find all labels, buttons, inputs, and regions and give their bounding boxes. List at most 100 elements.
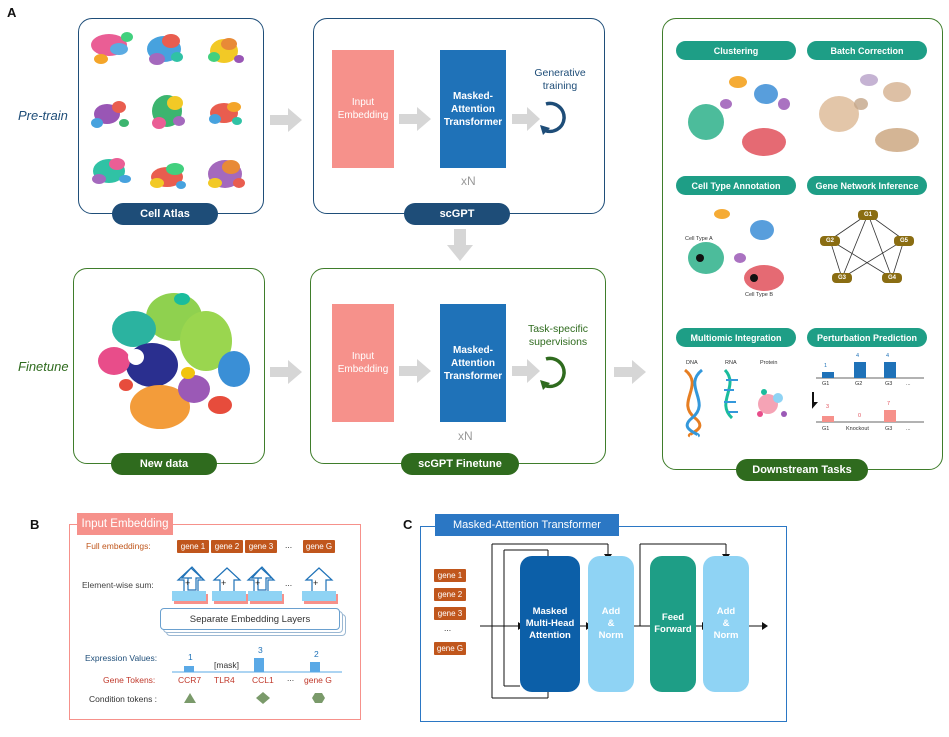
pretrain-transformer: Masked- Attention Transformer xyxy=(440,50,506,168)
pert-top-label-1: G1 xyxy=(822,381,830,387)
pert-bottom-label-1: G1 xyxy=(822,426,830,432)
embedding-stacks xyxy=(172,591,338,604)
arrow-atlas-to-scgpt xyxy=(270,108,302,132)
transformer-connections xyxy=(480,543,768,699)
gene-token-g: gene G xyxy=(304,675,332,685)
pretrain-label: Pre-train xyxy=(18,108,68,123)
omics-dna-label: DNA xyxy=(686,360,698,366)
task-batch-correction: Batch Correction xyxy=(807,41,927,60)
full-embeddings-label: Full embeddings: xyxy=(86,541,151,551)
transformer-input-2: gene 2 xyxy=(434,588,466,601)
sum-plus-2: + xyxy=(221,578,227,588)
pretrain-input-embedding: Input Embedding xyxy=(332,50,394,168)
input-embedding-title: Input Embedding xyxy=(77,513,173,535)
pert-top-label-4: ... xyxy=(906,381,911,387)
full-gene-3: gene 3 xyxy=(245,540,277,553)
pert-top-label-3: G3 xyxy=(885,381,893,387)
gene-token-3: CCL1 xyxy=(252,675,274,685)
pert-bottom-label-2: Knockout xyxy=(846,426,869,432)
multiomic-illustration xyxy=(683,368,787,438)
sum-plus-4: + xyxy=(313,578,319,588)
sum-arrows xyxy=(180,566,274,591)
new-data-box xyxy=(73,268,265,464)
transformer-title: Masked-Attention Transformer xyxy=(435,514,619,536)
pert-top-value-1: 1 xyxy=(824,363,828,369)
cell-atlas-box xyxy=(78,18,264,214)
cell-atlas-label: Cell Atlas xyxy=(112,203,218,225)
finetune-xn: xN xyxy=(458,429,473,443)
cell-type-umap xyxy=(688,209,784,291)
separate-embedding-layers: Separate Embedding Layers xyxy=(160,608,340,630)
gene-node-g4: G4 xyxy=(882,273,902,283)
pert-top-value-3: 4 xyxy=(886,353,890,359)
arrow-embed-to-transformer xyxy=(399,107,431,131)
task-gene-network-inference: Gene Network Inference xyxy=(807,176,927,195)
pert-bottom-value-2: 0 xyxy=(858,413,862,419)
arrow-pretrain-to-finetune xyxy=(447,229,473,261)
transformer-input-ellipsis: ... xyxy=(444,623,452,633)
full-gene-ellipsis: ... xyxy=(285,540,293,550)
omics-protein-label: Protein xyxy=(760,360,778,366)
new-data-label: New data xyxy=(111,453,217,475)
gene-node-g3: G3 xyxy=(832,273,852,283)
transformer-input-g: gene G xyxy=(434,642,466,655)
task-multiomic-integration: Multiomic Integration xyxy=(676,328,796,347)
downstream-tasks-label: Downstream Tasks xyxy=(736,459,868,481)
pert-top-label-2: G2 xyxy=(855,381,863,387)
masked-multihead-attention-block: Masked Multi-Head Attention xyxy=(520,556,580,692)
clustering-umap xyxy=(688,76,790,156)
sum-plus-3: + xyxy=(255,578,261,588)
task-cell-type-annotation: Cell Type Annotation xyxy=(676,176,796,195)
task-clustering: Clustering xyxy=(676,41,796,60)
task-specific-label: Task-specific supervisions xyxy=(527,323,589,348)
gene-node-g1: G1 xyxy=(858,210,878,220)
generative-loop-icon xyxy=(540,101,566,135)
sum-ellipsis: ... xyxy=(285,578,293,588)
transformer-input-1: gene 1 xyxy=(434,569,466,582)
input-embedding-panel xyxy=(69,524,361,720)
finetune-input-embedding: Input Embedding xyxy=(332,304,394,422)
task-loop-icon xyxy=(540,356,566,390)
expr-value-1: 1 xyxy=(188,652,193,662)
mask-token: [mask] xyxy=(214,660,240,670)
scgpt-finetune-label: scGPT Finetune xyxy=(401,453,519,475)
finetune-label: Finetune xyxy=(18,359,69,374)
new-data-umap xyxy=(98,293,250,429)
finetune-transformer: Masked- Attention Transformer xyxy=(440,304,506,422)
panel-c-letter: C xyxy=(403,517,413,532)
feed-forward-block: Feed Forward xyxy=(650,556,696,692)
cell-type-b-label: Cell Type B xyxy=(745,292,774,298)
condition-tokens-label: Condition tokens : xyxy=(89,694,158,704)
gene-token-ellipsis: ... xyxy=(287,673,295,683)
pert-bottom-label-4: ... xyxy=(906,426,911,432)
full-gene-2: gene 2 xyxy=(211,540,243,553)
cell-atlas-umaps xyxy=(91,32,245,189)
add-norm-block-2: Add & Norm xyxy=(703,556,749,692)
gene-node-g5: G5 xyxy=(894,236,914,246)
panel-b-letter: B xyxy=(30,517,40,532)
transformer-input-3: gene 3 xyxy=(434,607,466,620)
perturbation-chart xyxy=(812,362,924,423)
arrow-newdata-to-finetune xyxy=(270,360,302,384)
scgpt-label: scGPT xyxy=(404,203,510,225)
pert-top-value-2: 4 xyxy=(856,353,860,359)
arrow-finetune-to-downstream xyxy=(614,360,646,384)
arrow-finetune-embed-to-transformer xyxy=(399,359,431,383)
task-perturbation-prediction: Perturbation Prediction xyxy=(807,328,927,347)
omics-rna-label: RNA xyxy=(725,360,737,366)
expression-bars xyxy=(172,658,342,673)
gene-token-1: CCR7 xyxy=(178,675,202,685)
condition-token-shapes xyxy=(184,692,325,704)
pert-bottom-value-3: 7 xyxy=(887,401,891,407)
arrow-transformer-to-loop-2 xyxy=(512,359,540,383)
gene-node-g2: G2 xyxy=(820,236,840,246)
cell-type-a-label: Cell Type A xyxy=(685,236,713,242)
gene-tokens-label: Gene Tokens: xyxy=(103,675,156,685)
expr-value-3: 3 xyxy=(258,645,263,655)
gene-token-2: TLR4 xyxy=(214,675,235,685)
pert-bottom-label-3: G3 xyxy=(885,426,893,432)
full-gene-1: gene 1 xyxy=(177,540,209,553)
arrow-transformer-to-loop-1 xyxy=(512,107,540,131)
expr-value-2: 2 xyxy=(314,649,319,659)
pretrain-xn: xN xyxy=(461,174,476,188)
